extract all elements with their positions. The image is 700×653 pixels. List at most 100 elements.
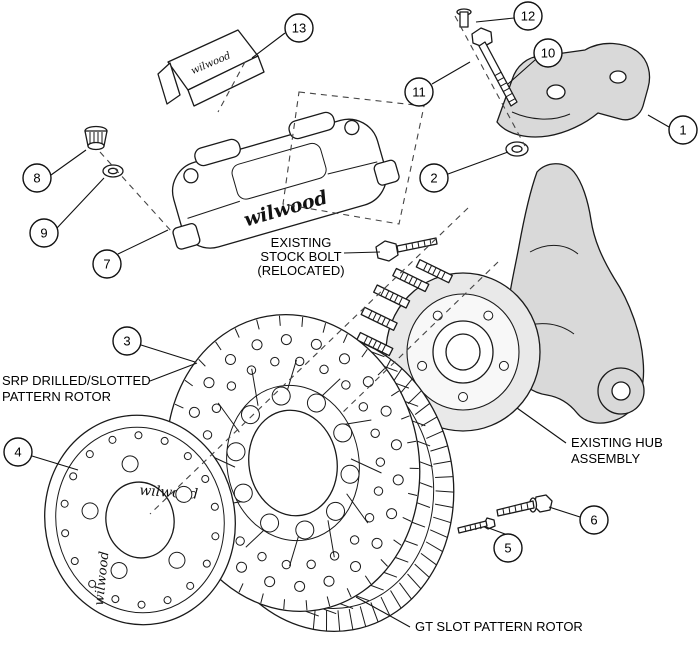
label-hub-assembly: EXISTING HUB ASSEMBLY [571, 435, 663, 466]
caliper-bridge [194, 138, 241, 167]
label-stock-bolt-line1: EXISTING [271, 235, 332, 250]
hat-scallop [260, 513, 280, 533]
caliper-mount-ear [373, 159, 400, 186]
vane-hatch [414, 402, 431, 415]
bolt-10-thread [502, 87, 511, 93]
knuckle-detail-line [529, 245, 579, 255]
drill-hole [341, 380, 351, 390]
caliper-detail-line [187, 200, 240, 219]
rim-tick [198, 358, 206, 367]
callout-6: 6 [579, 505, 609, 535]
callout-number: 7 [103, 257, 110, 272]
stock-bolt [375, 237, 438, 262]
stud-thread [423, 262, 428, 271]
rivet-hole [183, 452, 192, 461]
hat-rim-ring [55, 426, 225, 614]
bolt-6-thread [520, 503, 523, 512]
bolt-10-thread [499, 82, 508, 87]
callout-2: 2 [419, 163, 449, 193]
edge-thickness-tick [404, 401, 419, 407]
callout-number: 5 [504, 541, 511, 556]
drill-hole [202, 430, 213, 440]
hat-scallop [333, 423, 353, 443]
caliper-body [171, 118, 388, 249]
rim-tick [174, 403, 184, 409]
drill-hole [203, 377, 215, 389]
callout-8: 8 [22, 163, 52, 193]
label-stock-bolt: EXISTING STOCK BOLT (RELOCATED) [257, 235, 344, 278]
stud-thread [408, 276, 414, 284]
label-gt-rotor: GT SLOT PATTERN ROTOR [415, 619, 583, 634]
rivet-hole [60, 499, 69, 508]
stud-thread [389, 292, 394, 301]
hub-bore [445, 333, 481, 371]
rim-tick [346, 588, 352, 598]
hat-brand-text: wilwood [92, 551, 113, 607]
edge-thickness-tick [419, 481, 433, 488]
bolt-5-thread [474, 523, 477, 531]
callout-number: 3 [123, 334, 130, 349]
label-srp-rotor: SRP DRILLED/SLOTTED PATTERN ROTOR [2, 373, 151, 404]
bolt-6 [496, 494, 553, 517]
vane-hatch [390, 590, 402, 609]
label-stock-bolt-line3: (RELOCATED) [257, 263, 344, 278]
rim-tick [322, 322, 327, 333]
flange-hole [498, 360, 509, 371]
callout-number: 4 [14, 445, 21, 460]
caliper-dashed-box [282, 91, 425, 225]
hat-bore [105, 481, 175, 559]
lug-hole [110, 562, 128, 580]
vane-hatch [337, 610, 341, 632]
face-slot [346, 493, 369, 524]
stock-bolt-thread [423, 239, 426, 247]
drill-hole [364, 513, 375, 523]
rim-tick [407, 440, 417, 444]
callout-circle [493, 533, 523, 563]
callout-circle [579, 505, 609, 535]
stud-thread [372, 340, 378, 348]
callout-circle [3, 437, 33, 467]
vane-hatch [312, 608, 316, 630]
rim-tick [234, 328, 240, 338]
vane-hatch [421, 416, 438, 427]
rim-tick [301, 316, 304, 327]
edge-thickness-tick [416, 440, 431, 447]
label-hub-line2: ASSEMBLY [571, 451, 640, 466]
edge-thickness-tick [355, 595, 370, 602]
lug-hole [81, 502, 99, 520]
vane-hatch [433, 460, 452, 465]
face-slot [285, 359, 297, 395]
rim-tick [238, 583, 244, 593]
drill-hole [338, 353, 350, 365]
drill-hole [380, 405, 392, 417]
bolt-6-thread [514, 505, 517, 513]
axis-dashed-line [454, 15, 526, 147]
stud-thread [381, 317, 386, 325]
caliper-bracket [496, 42, 651, 138]
stud-thread [441, 271, 446, 280]
stud-thread [381, 344, 387, 353]
washer-2-inner [511, 145, 523, 153]
face-slot [350, 458, 382, 474]
rivet-hole [88, 579, 97, 588]
lug-hole [121, 455, 139, 473]
rim-tick [326, 596, 331, 607]
drill-hole [280, 334, 292, 346]
callout-circle [284, 13, 314, 43]
drill-hole [251, 339, 263, 351]
drill-hole [386, 508, 398, 520]
hat-scallop [226, 442, 246, 462]
stock-bolt-thread [429, 238, 432, 246]
vane-hatch [325, 610, 328, 632]
bolt-12 [456, 8, 472, 28]
bolt-10-head [471, 27, 493, 48]
rivet-hole [69, 472, 78, 481]
edge-thickness-tick [383, 571, 398, 578]
edge-thickness-tick [395, 556, 409, 563]
rivet-hole [202, 559, 211, 568]
vane-hatch [359, 606, 367, 627]
drill-hole [319, 364, 329, 375]
callout-number: 1 [679, 123, 686, 138]
bolt-6-thread [526, 502, 529, 510]
washer-2 [505, 141, 529, 157]
